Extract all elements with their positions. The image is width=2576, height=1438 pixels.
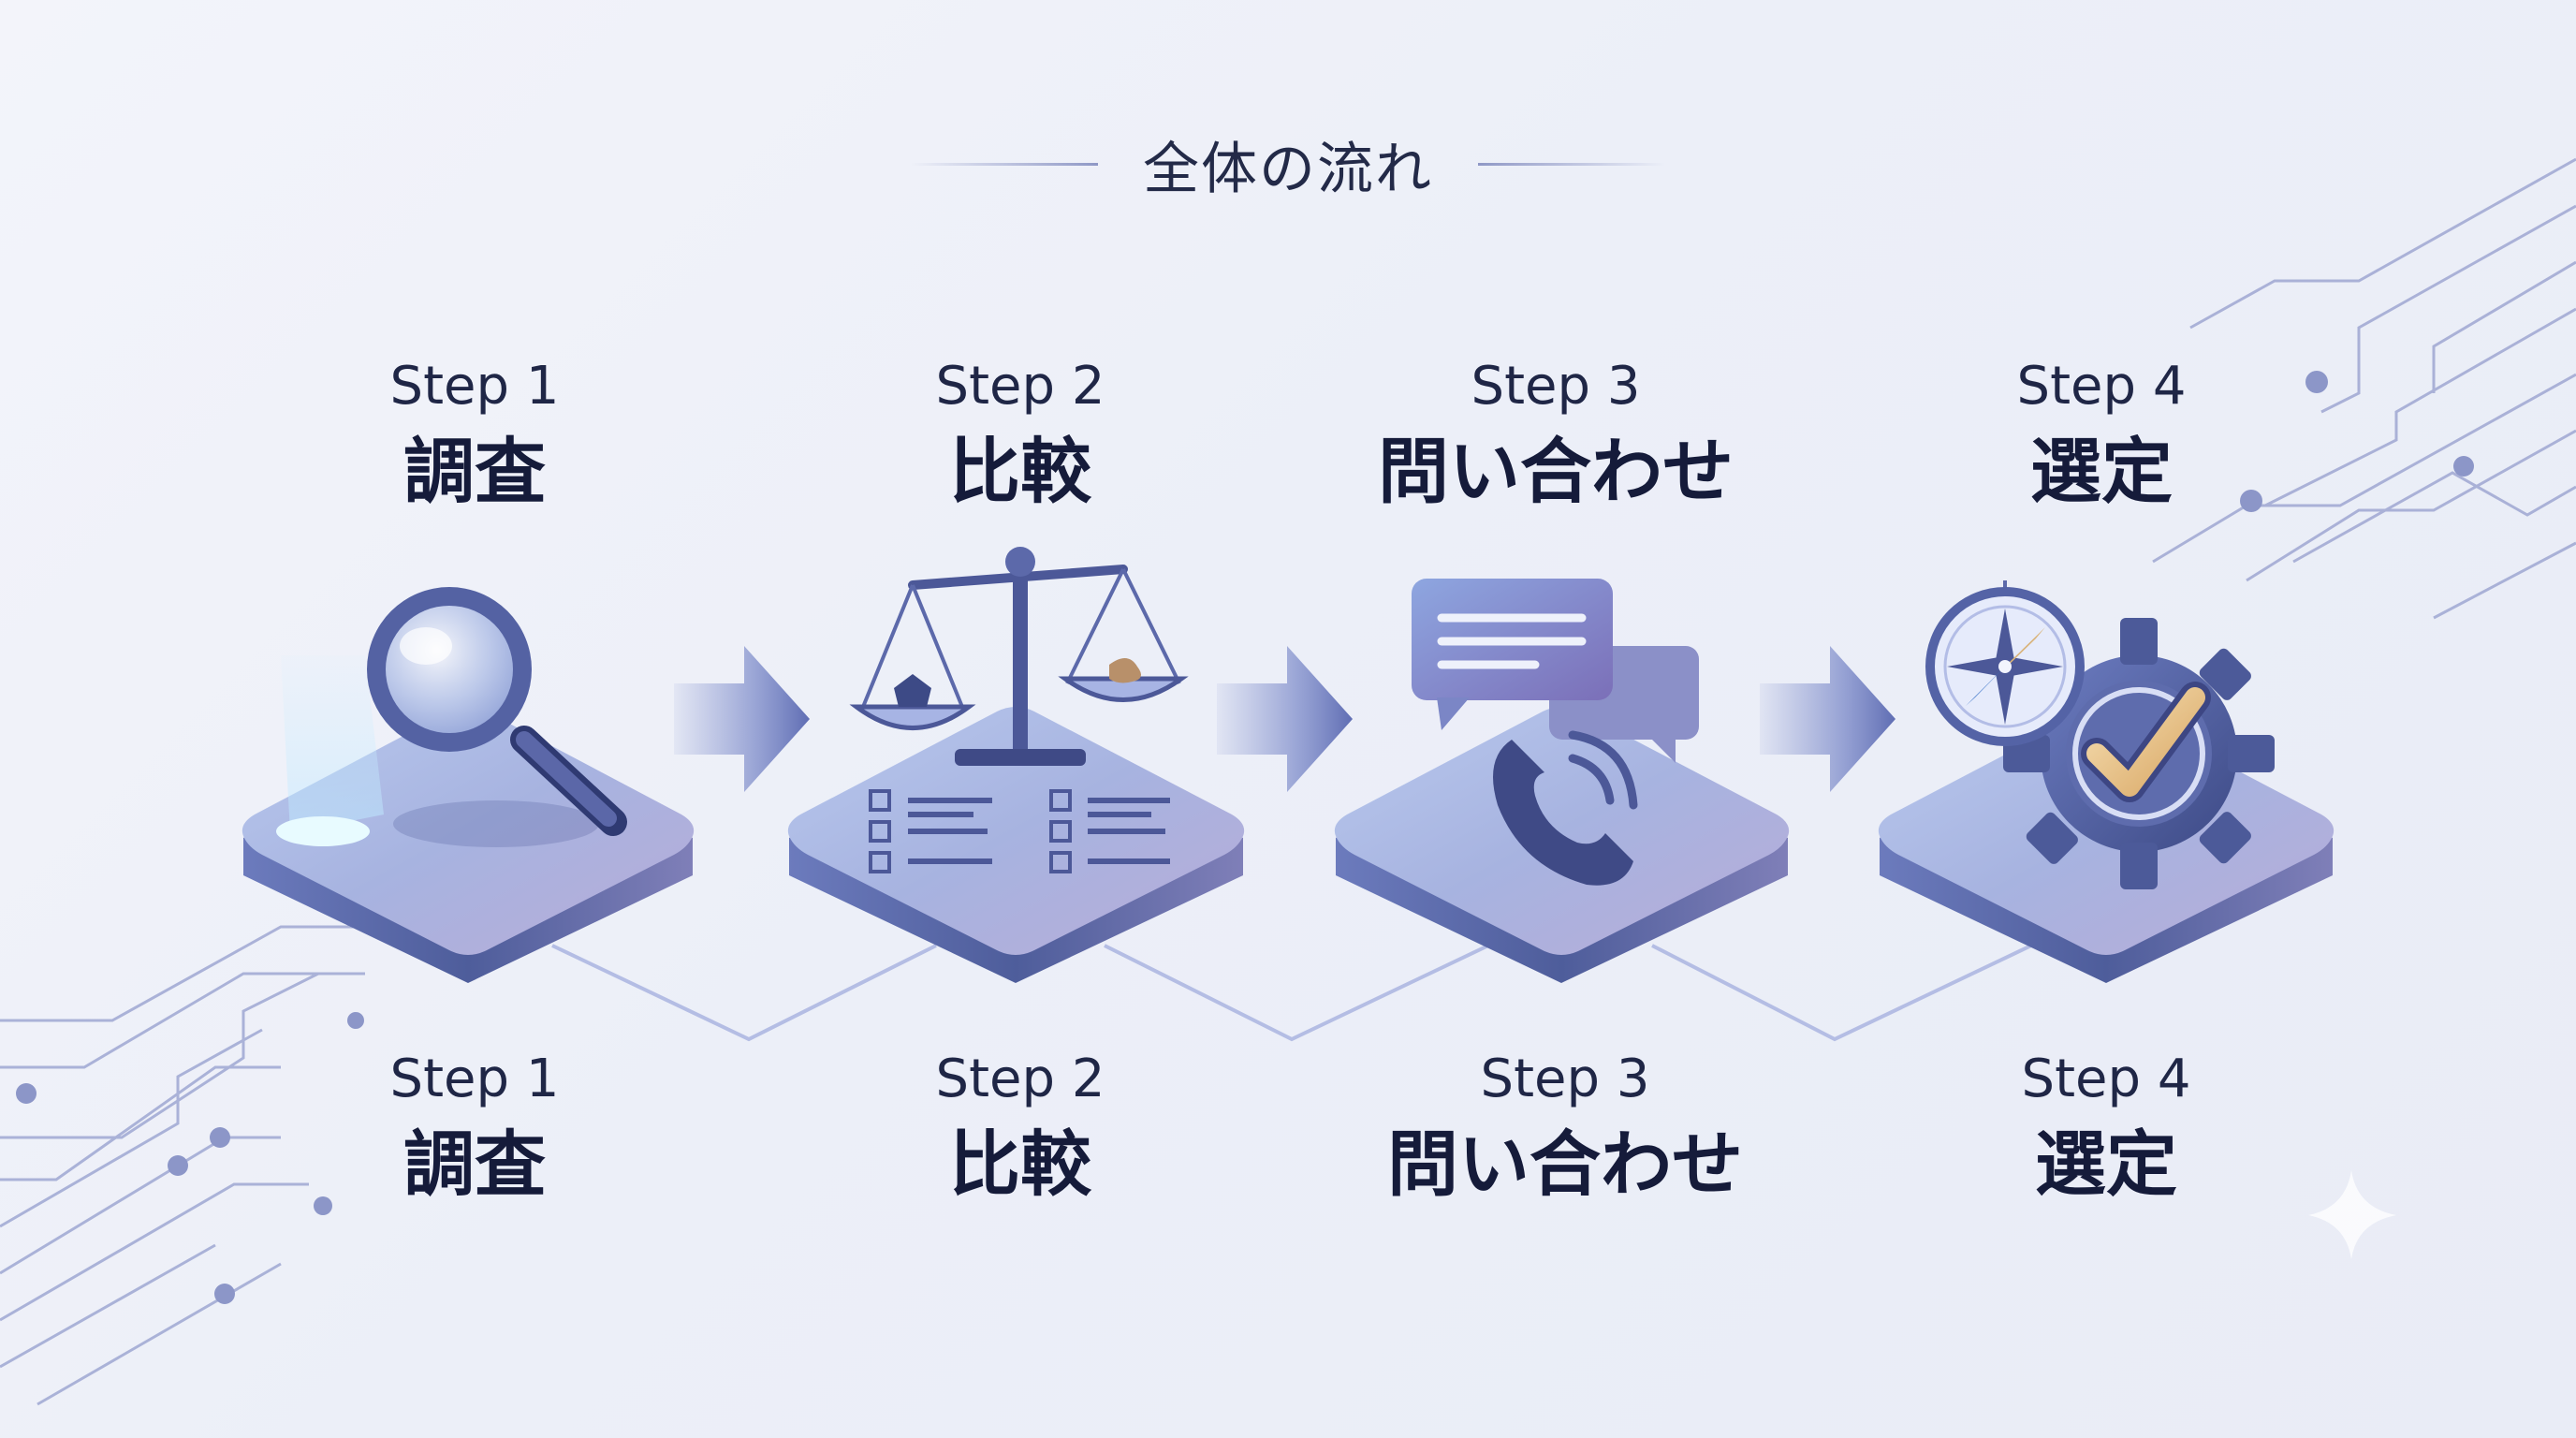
header: 全体の流れ bbox=[0, 122, 2576, 206]
step-name: 問い合わせ bbox=[1387, 1123, 1743, 1206]
step-number: Step 3 bbox=[1480, 1049, 1650, 1109]
step-2-label-top: Step 2 比較 bbox=[786, 354, 1254, 519]
page-title: 全体の流れ bbox=[1143, 136, 1433, 202]
step-number: Step 4 bbox=[2021, 1049, 2191, 1109]
step-number: Step 1 bbox=[389, 356, 560, 417]
arrow-2-to-3 bbox=[1217, 646, 1353, 792]
step-name: 比較 bbox=[949, 1123, 1091, 1206]
step-number: Step 2 bbox=[935, 1049, 1105, 1109]
magnifying-glass-icon bbox=[276, 587, 627, 847]
step-name: 比較 bbox=[949, 430, 1091, 513]
step-name: 調査 bbox=[403, 430, 546, 513]
balance-scale-icon bbox=[849, 547, 1189, 766]
arrow-1-to-2 bbox=[674, 646, 810, 792]
connector-line bbox=[562, 941, 1292, 1039]
arrow-3-to-4 bbox=[1760, 646, 1895, 792]
platform-2 bbox=[787, 707, 1245, 983]
step-3-label-top: Step 3 問い合わせ bbox=[1322, 354, 1790, 519]
step-name: 調査 bbox=[403, 1123, 546, 1206]
step-4-label-top: Step 4 選定 bbox=[1867, 354, 2335, 519]
step-name: 選定 bbox=[2030, 430, 2173, 513]
step-4-label-bottom: Step 4 選定 bbox=[1872, 1047, 2340, 1211]
step-name: 選定 bbox=[2035, 1123, 2177, 1206]
step-1-label-top: Step 1 調査 bbox=[241, 354, 709, 519]
step-number: Step 3 bbox=[1471, 356, 1641, 417]
checklist-left bbox=[869, 789, 992, 873]
step-2-label-bottom: Step 2 比較 bbox=[786, 1047, 1254, 1211]
title-divider-right bbox=[1478, 162, 1665, 166]
chat-phone-icon bbox=[1412, 579, 1699, 886]
compass-gear-check-icon bbox=[1925, 580, 2275, 889]
step-number: Step 4 bbox=[2016, 356, 2187, 417]
compass-icon bbox=[1925, 580, 2085, 746]
step-3-label-bottom: Step 3 問い合わせ bbox=[1331, 1047, 1799, 1211]
checklist-right bbox=[1049, 789, 1170, 873]
step-number: Step 2 bbox=[935, 356, 1105, 417]
step-name: 問い合わせ bbox=[1378, 430, 1734, 513]
step-1-label-bottom: Step 1 調査 bbox=[241, 1047, 709, 1211]
title-divider-left bbox=[911, 162, 1098, 166]
step-number: Step 1 bbox=[389, 1049, 560, 1109]
check-mark-icon bbox=[2081, 682, 2211, 802]
